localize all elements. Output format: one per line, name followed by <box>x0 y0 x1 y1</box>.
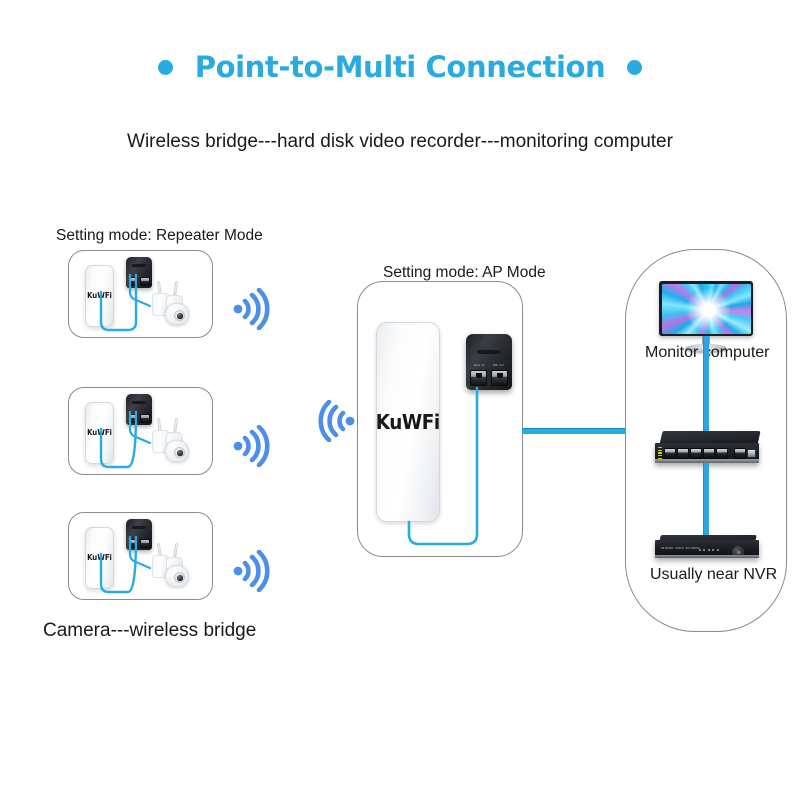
poe-label-data-in: Data In <box>474 364 485 367</box>
switch-rj45-ports <box>664 448 730 459</box>
ptz-camera-3 <box>152 542 196 589</box>
poe-ports-3 <box>128 538 150 548</box>
rj45-port-poe-out-2 <box>140 413 150 423</box>
wifi-signal-icon-2 <box>233 425 270 467</box>
poe-ports-ap <box>470 370 508 386</box>
cpe-logo-ap: KuWFi <box>376 410 440 434</box>
poe-switch <box>655 431 761 467</box>
cable-monitor-to-switch <box>703 336 709 434</box>
caption-ap-mode: Setting mode: AP Mode <box>383 264 546 281</box>
rj45-port-data-in-ap <box>470 370 487 386</box>
page-title: Point-to-Multi Connection <box>0 50 800 84</box>
cable-ap-cpe-to-poe <box>407 386 479 546</box>
poe-grip-icon-2 <box>132 401 146 404</box>
switch-base-strip <box>655 459 759 463</box>
caption-camera-wireless-bridge: Camera---wireless bridge <box>43 620 257 641</box>
switch-port-5 <box>716 448 728 459</box>
monitor-bezel <box>659 281 753 336</box>
cpe-device-3: KuWFi <box>85 527 114 589</box>
wifi-signal-icon-3 <box>233 550 270 592</box>
cpe-device-2: KuWFi <box>85 402 114 464</box>
switch-front-panel <box>655 443 759 463</box>
ptz-camera-2 <box>152 417 196 464</box>
cpe-logo-1: KuWFi <box>87 291 112 301</box>
cable-ap-to-switch <box>522 428 659 434</box>
caption-repeater-mode: Setting mode: Repeater Mode <box>56 227 263 244</box>
poe-label-poe-out: POE Out <box>493 364 504 367</box>
camera-lens-2 <box>177 450 183 456</box>
poe-grip-icon-1 <box>132 264 146 267</box>
dot-icon-right <box>627 59 643 75</box>
rj45-port-poe-out-ap <box>491 370 508 386</box>
wifi-signal-icon-ap <box>318 400 355 442</box>
nvr-indicator-lights <box>699 547 721 552</box>
dot-icon-left <box>157 59 173 75</box>
camera-lens-1 <box>177 313 183 319</box>
switch-port-3 <box>690 448 702 459</box>
poe-injector-ap: Data In POE Out <box>466 334 512 390</box>
rj45-port-poe-out-1 <box>140 276 150 286</box>
subtitle: Wireless bridge---hard disk video record… <box>127 131 673 152</box>
cable-group-1 <box>99 273 152 332</box>
switch-port-2 <box>677 448 689 459</box>
nvr-brand-label: NETWORK VIDEO RECORDER <box>661 547 700 550</box>
nvr-recorder: NETWORK VIDEO RECORDER <box>655 535 759 561</box>
caption-usually-near-nvr: Usually near NVR <box>650 566 778 583</box>
cpe-device-ap: KuWFi <box>376 322 440 522</box>
nvr-base-strip <box>655 555 759 558</box>
monitor-screen <box>661 283 751 334</box>
cable-group-2 <box>99 410 152 469</box>
cable-group-3 <box>99 535 152 594</box>
switch-port-1 <box>664 448 676 459</box>
ptz-camera-1 <box>152 280 196 327</box>
switch-led-indicators <box>657 447 663 460</box>
switch-sfp-slot <box>747 449 756 458</box>
switch-port-4 <box>703 448 715 459</box>
cpe-logo-3: KuWFi <box>87 553 112 563</box>
poe-port-labels-ap: Data In POE Out <box>470 364 508 369</box>
cpe-logo-2: KuWFi <box>87 428 112 438</box>
camera-lens-3 <box>177 575 183 581</box>
cable-switch-to-nvr <box>703 463 709 539</box>
poe-grip-icon-3 <box>132 526 146 529</box>
wifi-signal-icon-1 <box>233 288 270 330</box>
cpe-device-1: KuWFi <box>85 265 114 327</box>
page-title-text: Point-to-Multi Connection <box>194 50 606 84</box>
nvr-front-panel: NETWORK VIDEO RECORDER <box>655 540 759 558</box>
switch-uplink-port <box>734 448 746 459</box>
rj45-port-poe-out-3 <box>140 538 150 548</box>
poe-grip-icon-ap <box>477 349 501 354</box>
